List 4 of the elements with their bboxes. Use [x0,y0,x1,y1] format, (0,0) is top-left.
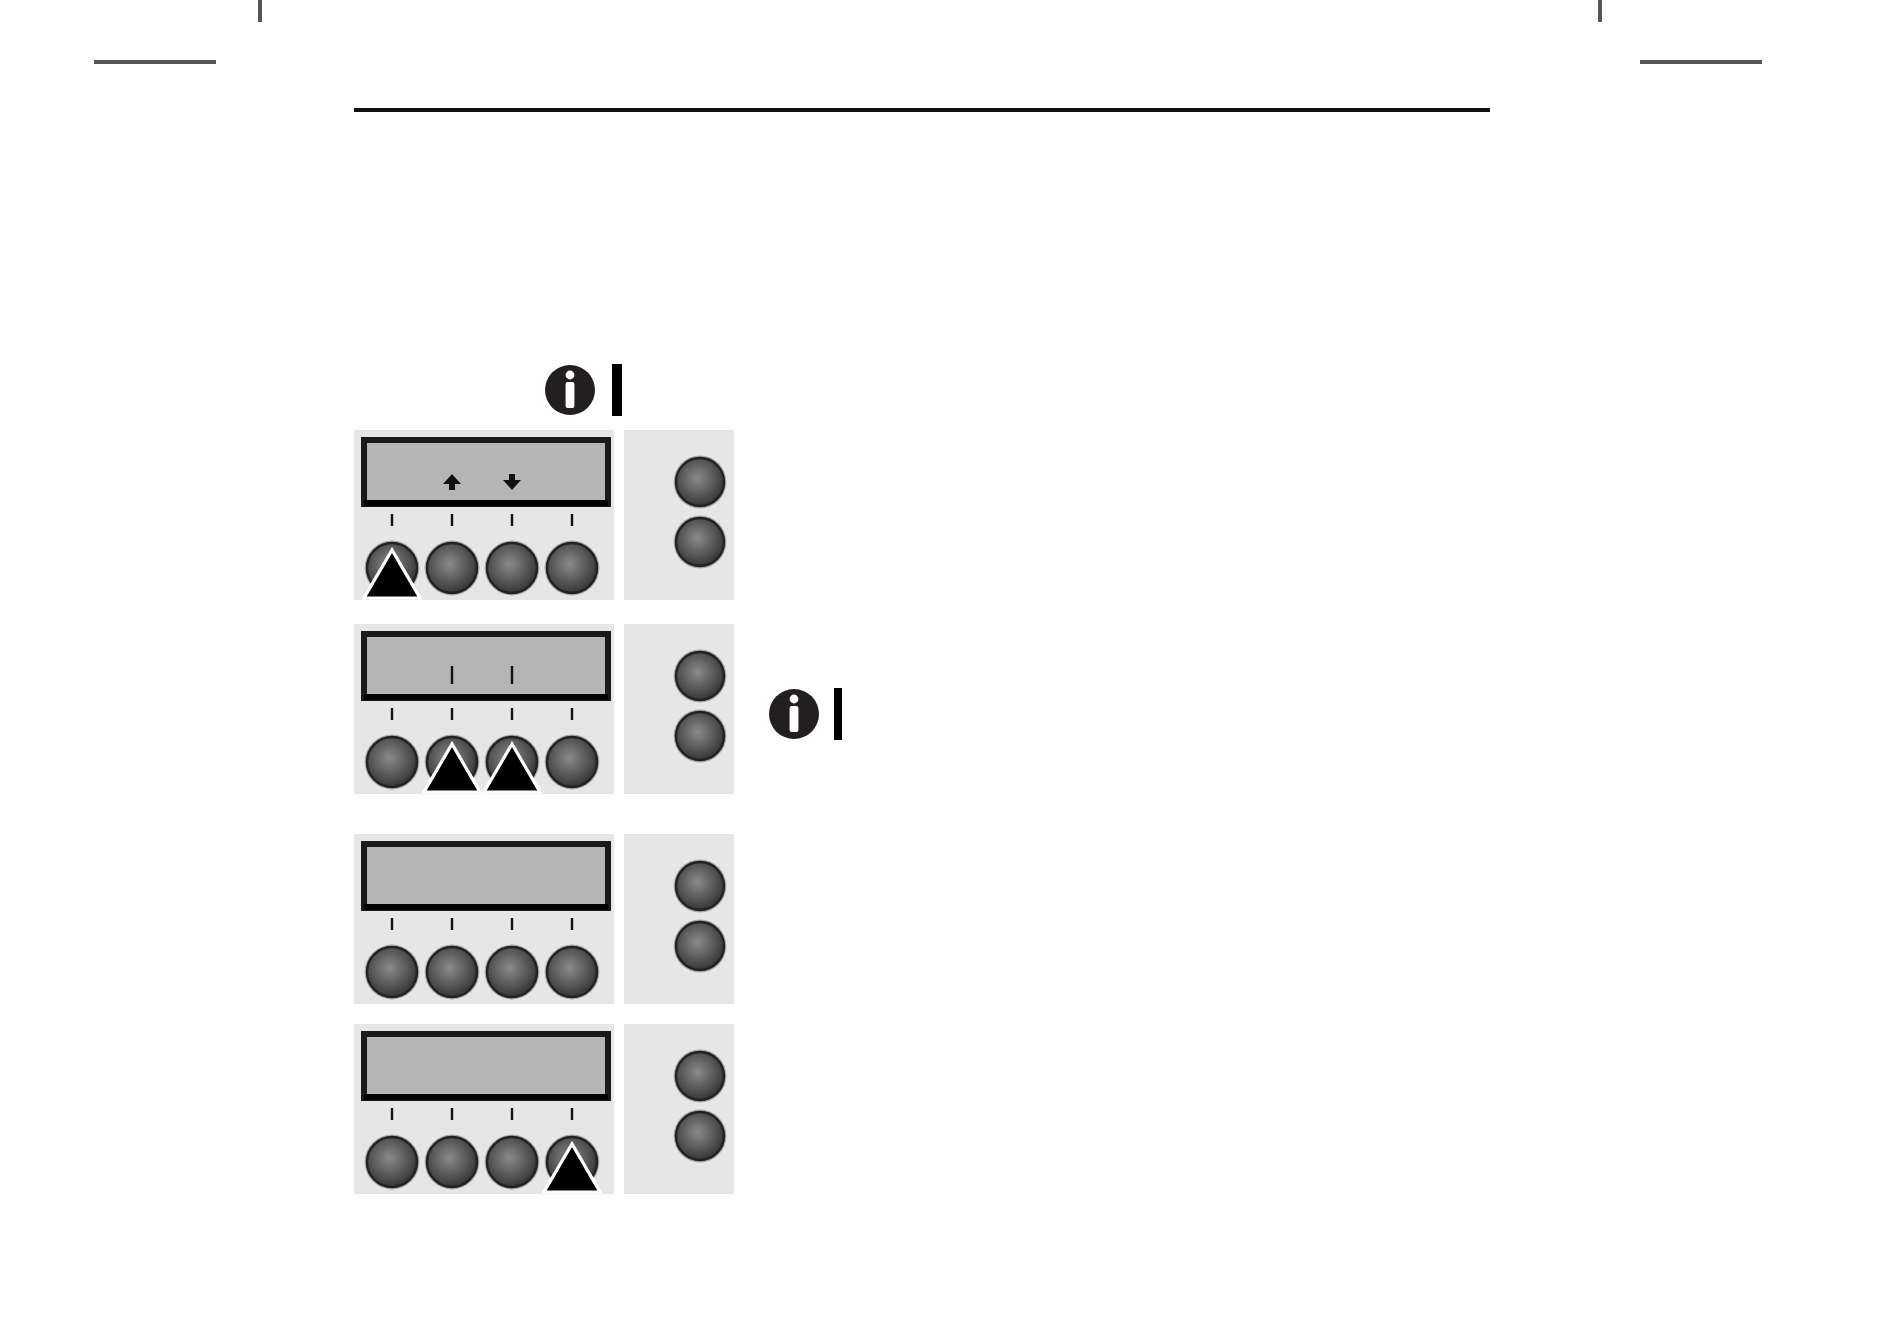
control-panel-illustration [354,834,734,1004]
control-panel-illustration [354,430,734,600]
control-panel-illustration [354,624,734,794]
control-panel-illustration [354,1024,734,1194]
